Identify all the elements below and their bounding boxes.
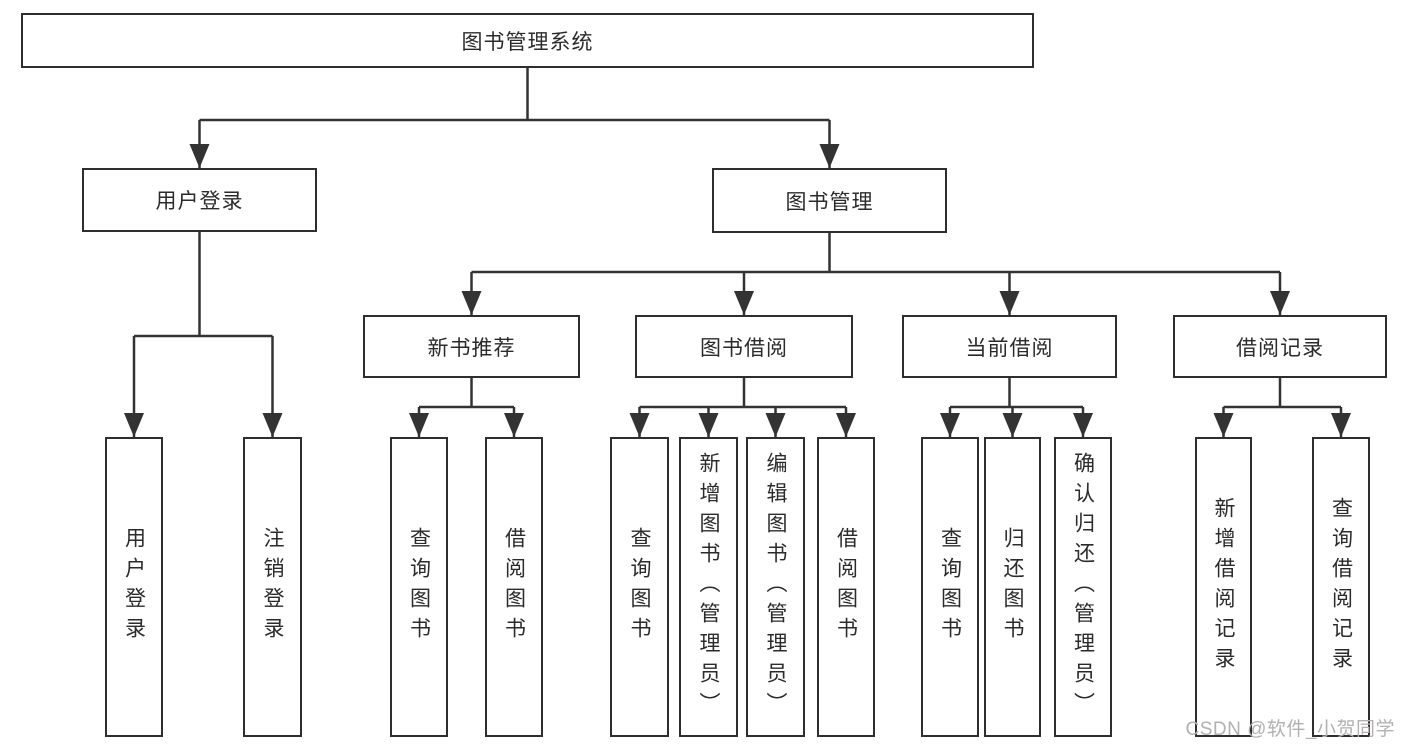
leaf-borrow-books: 借阅图书 xyxy=(817,437,875,737)
leaf-edit-books-admin: 编辑图书（管理员） xyxy=(746,437,805,737)
leaf-query-books-recommend: 查询图书 xyxy=(390,437,448,737)
leaf-label: 注销登录 xyxy=(261,527,284,647)
leaf-label: 查询图书 xyxy=(628,527,651,647)
node-label: 借阅记录 xyxy=(1236,336,1324,360)
leaf-return-books: 归还图书 xyxy=(984,437,1041,737)
node-label: 用户登录 xyxy=(155,190,244,213)
node-label: 图书管理 xyxy=(785,190,874,214)
node-user-login: 用户登录 xyxy=(82,168,317,232)
leaf-label: 查询借阅记录 xyxy=(1329,497,1353,677)
leaf-logout: 注销登录 xyxy=(243,437,302,737)
leaf-label: 借阅图书 xyxy=(834,527,858,647)
node-new-book-recommend: 新书推荐 xyxy=(363,315,580,378)
leaf-add-books-admin: 新增图书（管理员） xyxy=(679,437,738,737)
leaf-user-login: 用户登录 xyxy=(105,437,163,737)
leaf-label: 确认归还（管理员） xyxy=(1071,452,1095,722)
leaf-confirm-return-admin: 确认归还（管理员） xyxy=(1054,437,1112,737)
leaf-label: 编辑图书（管理员） xyxy=(764,452,787,722)
node-borrow-records: 借阅记录 xyxy=(1173,315,1387,378)
leaf-label: 查询图书 xyxy=(938,527,962,647)
leaf-label: 归还图书 xyxy=(1001,527,1024,647)
csdn-watermark: CSDN @软件_小贺同学 xyxy=(1185,719,1395,740)
leaf-query-books-current: 查询图书 xyxy=(921,437,979,737)
node-label: 图书管理系统 xyxy=(461,30,594,54)
leaf-label: 新增图书（管理员） xyxy=(697,452,720,722)
leaf-query-books-borrow: 查询图书 xyxy=(610,437,669,737)
leaf-label: 查询图书 xyxy=(407,527,431,647)
node-root-library-system: 图书管理系统 xyxy=(21,13,1034,68)
leaf-borrow-books-recommend: 借阅图书 xyxy=(485,437,543,737)
leaf-query-borrow-record: 查询借阅记录 xyxy=(1312,437,1370,737)
node-book-borrow: 图书借阅 xyxy=(635,315,853,378)
leaf-label: 用户登录 xyxy=(122,527,146,647)
leaf-label: 新增借阅记录 xyxy=(1212,497,1235,677)
node-label: 当前借阅 xyxy=(965,336,1054,360)
node-label: 图书借阅 xyxy=(700,336,788,360)
node-current-borrow: 当前借阅 xyxy=(902,315,1117,378)
leaf-label: 借阅图书 xyxy=(502,527,526,647)
leaf-add-borrow-record: 新增借阅记录 xyxy=(1195,437,1252,737)
node-label: 新书推荐 xyxy=(427,336,516,360)
node-book-management: 图书管理 xyxy=(712,168,947,233)
